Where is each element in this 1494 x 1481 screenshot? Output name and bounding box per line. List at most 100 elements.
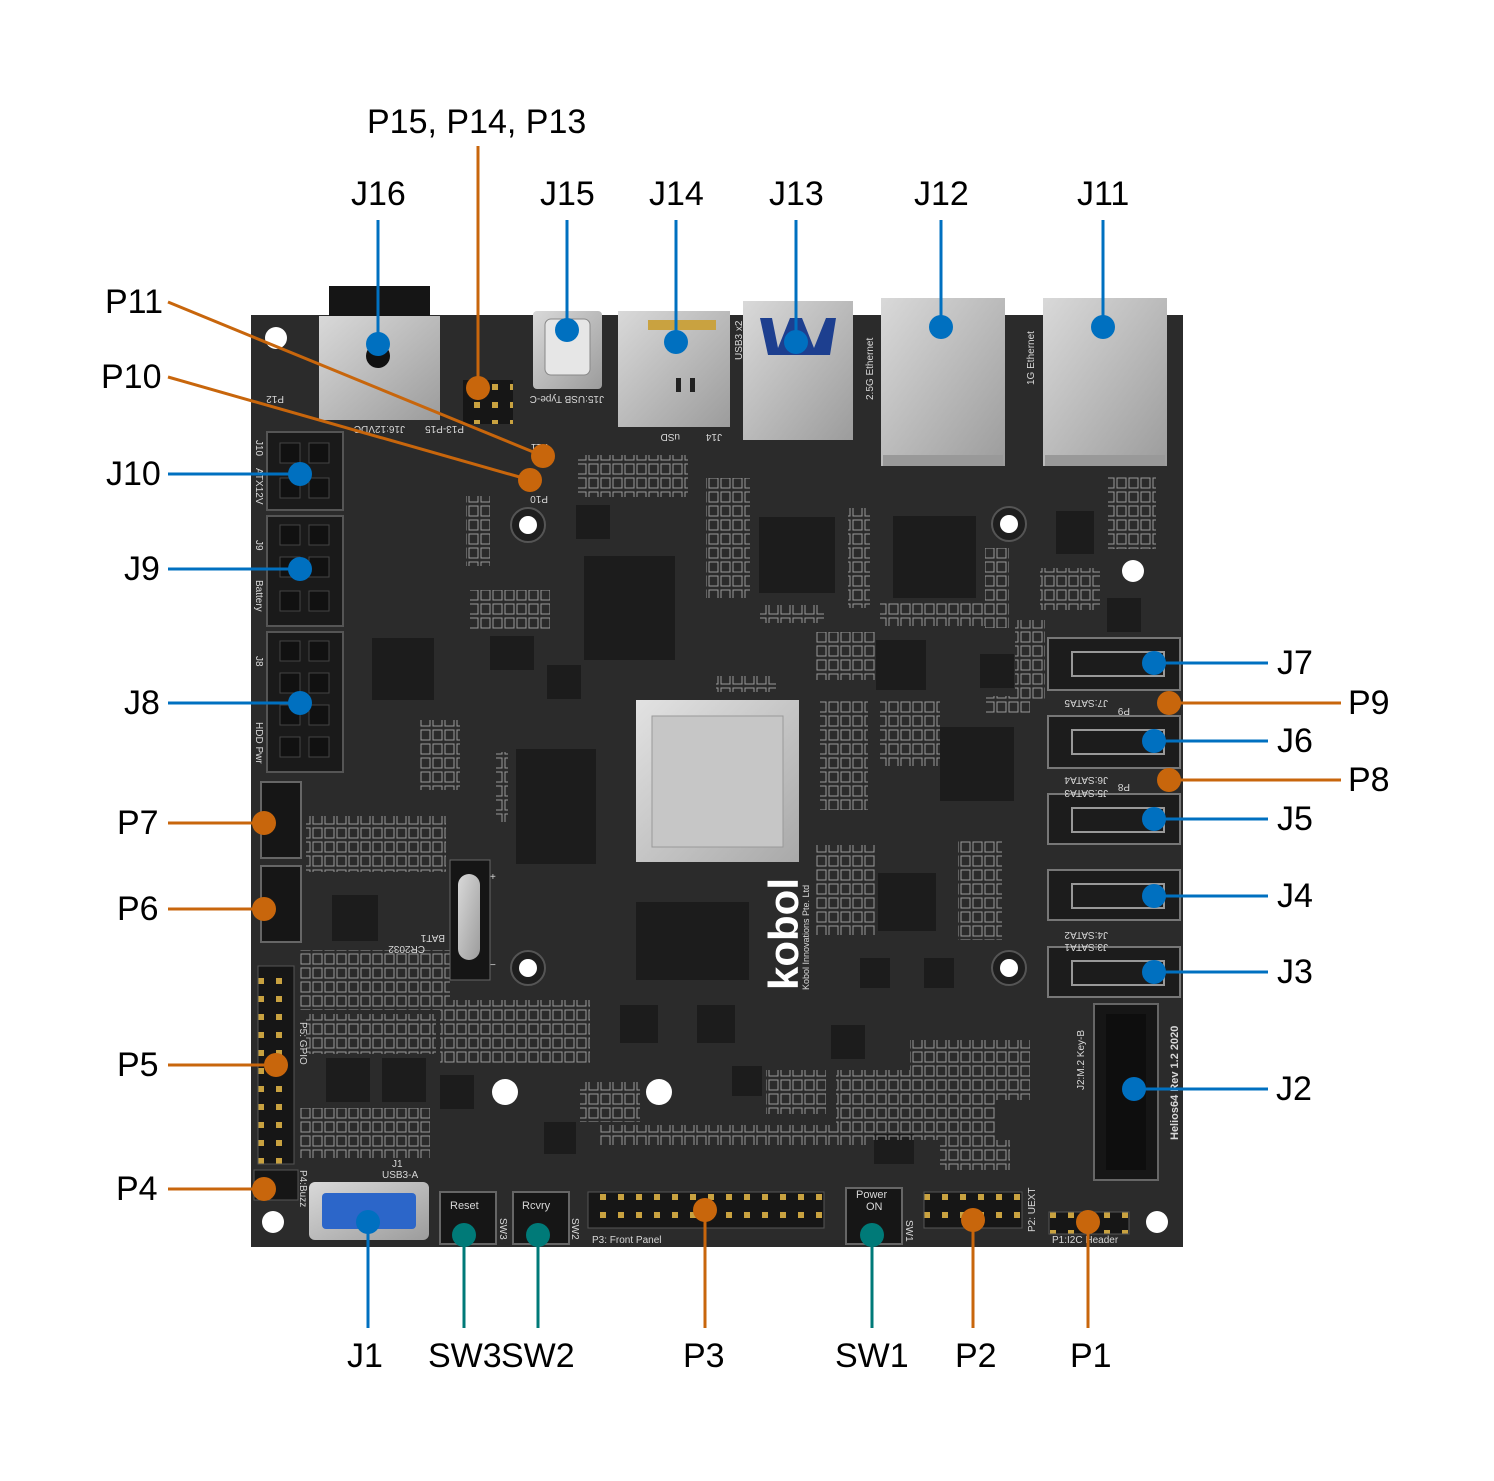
- callout-line-p10: [167, 375, 531, 482]
- callout-marker-sw2: [526, 1223, 550, 1247]
- silk-usd: uSD: [661, 431, 680, 442]
- callout-marker-j5: [1142, 807, 1166, 831]
- callout-marker-p10: [518, 468, 542, 492]
- callout-marker-j4: [1142, 884, 1166, 908]
- mounting-holes: [262, 327, 1168, 1233]
- callout-marker-j11: [1091, 315, 1115, 339]
- silk-p4: P4:Buzz: [297, 1170, 308, 1207]
- callouts: [167, 146, 1341, 1328]
- callout-label-p8: P8: [1348, 761, 1390, 799]
- callout-marker-p1: [1076, 1210, 1100, 1234]
- callout-marker-sw3: [452, 1223, 476, 1247]
- power-connector-pins: [279, 442, 330, 758]
- callout-label-sw3: SW3: [428, 1337, 502, 1375]
- callout-label-j7: J7: [1277, 644, 1313, 682]
- callout-marker-j12: [929, 315, 953, 339]
- callout-label-j5: J5: [1277, 800, 1313, 838]
- callout-label-j1: J1: [347, 1337, 383, 1375]
- callout-label-j9: J9: [124, 550, 160, 588]
- silk-p3: P3: Front Panel: [592, 1235, 661, 1246]
- callout-marker-p4: [252, 1177, 276, 1201]
- callout-marker-j15: [555, 318, 579, 342]
- callout-label-p3: P3: [683, 1337, 725, 1375]
- callout-marker-p8: [1157, 768, 1181, 792]
- silk-j6: J6:SATA4: [1064, 774, 1108, 785]
- callout-label-sw2: SW2: [501, 1337, 575, 1375]
- silk-battery-plus: +: [490, 872, 496, 883]
- callout-marker-p2: [961, 1208, 985, 1232]
- callout-label-p7: P7: [117, 804, 159, 842]
- silk-j8: J8: [253, 656, 264, 667]
- silk-p2: P2: UEXT: [1027, 1188, 1038, 1232]
- revision-label: Helios64 Rev 1.2 2020: [1169, 1026, 1181, 1140]
- callout-label-j6: J6: [1277, 722, 1313, 760]
- silk-p1: P1:I2C Header: [1052, 1235, 1119, 1246]
- silk-reset: Reset: [450, 1200, 479, 1212]
- callout-label-p11: P11: [105, 283, 163, 321]
- silk-p12: P12: [266, 393, 284, 404]
- sata-slots: [1071, 651, 1165, 986]
- silk-battery: Battery: [253, 580, 264, 612]
- callout-label-j16: J16: [351, 175, 406, 213]
- callout-marker-p3: [693, 1198, 717, 1222]
- callout-marker-j10: [288, 462, 312, 486]
- callout-marker-p7: [252, 811, 276, 835]
- silk-j14: J14: [705, 431, 722, 442]
- silk-j16: J16:12VDC: [354, 423, 405, 434]
- silk-sw1: SW1: [903, 1220, 914, 1242]
- battery-holder: [449, 859, 491, 981]
- silk-hddpwr: HDD Pwr: [253, 722, 264, 764]
- callout-marker-j9: [288, 557, 312, 581]
- silk-p9: P9: [1117, 705, 1130, 716]
- callout-label-p5: P5: [117, 1046, 159, 1084]
- silk-atx12v: ATX12V: [253, 468, 264, 505]
- silk-j5: J5:SATA3: [1064, 787, 1108, 798]
- silk-j2: J2:M.2 Key-B: [1076, 1030, 1087, 1090]
- soc: [636, 700, 799, 862]
- callout-marker-p9: [1157, 691, 1181, 715]
- silk-p13-p15: P13-P15: [425, 423, 464, 434]
- callout-marker-j16: [366, 332, 390, 356]
- callout-label-j11: J11: [1077, 175, 1130, 213]
- callout-marker-j6: [1142, 729, 1166, 753]
- silk-p8: P8: [1117, 781, 1130, 792]
- callout-label-p2: P2: [955, 1337, 997, 1375]
- silk-bat1: BAT1: [420, 932, 445, 943]
- callout-label-p15-p14-p13: P15, P14, P13: [367, 103, 587, 141]
- silk-on: ON: [866, 1201, 883, 1213]
- callout-label-p4: P4: [116, 1170, 158, 1208]
- callout-marker-p15-p14-p13: [466, 376, 490, 400]
- callout-label-p6: P6: [117, 890, 159, 928]
- callout-line-p11: [167, 300, 544, 458]
- callout-label-p10: P10: [101, 358, 162, 396]
- callout-marker-sw1: [860, 1223, 884, 1247]
- silk-rcvry: Rcvry: [522, 1200, 551, 1212]
- callout-marker-j7: [1142, 651, 1166, 675]
- callout-marker-j13: [784, 330, 808, 354]
- callout-label-p1: P1: [1070, 1337, 1112, 1375]
- callout-marker-j3: [1142, 960, 1166, 984]
- silk-j9: J9: [253, 540, 264, 551]
- usb3-dual-j13: [743, 301, 853, 440]
- callout-marker-p5: [264, 1053, 288, 1077]
- silk-power: Power: [856, 1189, 888, 1201]
- callout-label-sw1: SW1: [835, 1337, 909, 1375]
- callout-label-j8: J8: [124, 684, 160, 722]
- callout-label-j10: J10: [106, 455, 161, 493]
- logo: kobol: [760, 878, 807, 990]
- silk-p10: P10: [530, 493, 548, 504]
- callout-marker-j8: [288, 691, 312, 715]
- callout-marker-p11: [531, 444, 555, 468]
- silk-eth1g: 1G Ethernet: [1026, 331, 1037, 385]
- callout-marker-p6: [252, 897, 276, 921]
- callout-label-j12: J12: [914, 175, 969, 213]
- callout-label-p9: P9: [1348, 684, 1390, 722]
- callout-label-j3: J3: [1277, 953, 1313, 991]
- silk-usb3x2: USB3 x2: [734, 320, 745, 360]
- silk-j1b: USB3-A: [382, 1170, 418, 1181]
- ic-chips: [326, 505, 1141, 1164]
- callout-marker-j1: [356, 1210, 380, 1234]
- standoffs: [510, 506, 1027, 986]
- silk-j1a: J1: [392, 1159, 403, 1170]
